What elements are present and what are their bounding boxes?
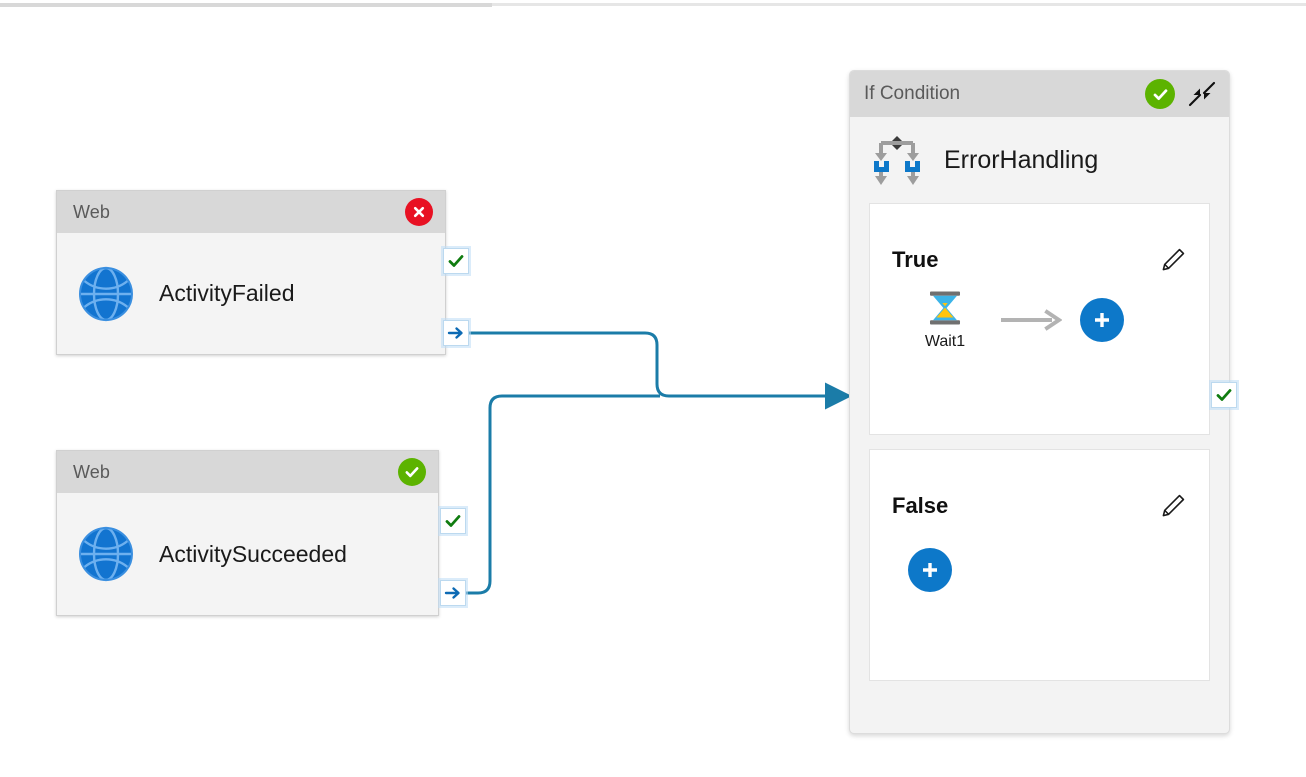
activity-node-activity-succeeded[interactable]: Web ActivityS — [56, 450, 439, 616]
connector-succeeded-to-if — [466, 394, 660, 595]
branch-content: Wait1 — [870, 288, 1209, 351]
if-condition-success-port[interactable] — [1211, 382, 1237, 408]
success-circle-icon — [398, 458, 426, 486]
collapse-diagonal-icon[interactable] — [1187, 79, 1217, 109]
arrow-right-icon — [444, 587, 460, 599]
branch-title-label: False — [892, 493, 949, 518]
flow-arrow-icon — [1000, 308, 1062, 331]
branch-content — [870, 548, 1209, 592]
node-type-label: Web — [73, 461, 110, 482]
hourglass-icon — [925, 288, 965, 328]
node-header: Web — [57, 451, 438, 493]
branch-title-label: True — [892, 247, 939, 272]
add-activity-button-false[interactable] — [908, 548, 952, 592]
check-icon — [1216, 389, 1232, 401]
branch-header: True — [870, 204, 1209, 274]
globe-icon — [77, 525, 135, 583]
activity-wait1[interactable]: Wait1 — [908, 288, 982, 351]
activity-succeeded-next-port[interactable] — [440, 580, 466, 606]
success-circle-icon — [1145, 79, 1175, 109]
activity-node-activity-failed[interactable]: Web ActivityF — [56, 190, 446, 355]
node-body: ActivitySucceeded — [57, 493, 438, 615]
error-circle-icon — [405, 198, 433, 226]
activity-failed-success-port[interactable] — [443, 248, 469, 274]
globe-icon — [77, 265, 135, 323]
branch-header: False — [870, 450, 1209, 520]
toolbar-divider-left — [0, 3, 492, 7]
activity-name-label: Wait1 — [924, 333, 966, 350]
check-icon — [448, 255, 464, 267]
activity-name-label: ActivityFailed — [159, 280, 295, 306]
if-condition-container[interactable]: If Condition — [849, 70, 1230, 734]
if-condition-activity-name: ErrorHandling — [944, 145, 1099, 174]
if-condition-title-row: ErrorHandling — [850, 117, 1229, 203]
connector-failed-to-if — [468, 331, 852, 410]
node-type-label: Web — [73, 201, 110, 222]
activity-failed-next-port[interactable] — [443, 320, 469, 346]
arrow-right-icon — [447, 327, 463, 339]
false-branch[interactable]: False — [869, 449, 1210, 681]
activity-succeeded-success-port[interactable] — [440, 508, 466, 534]
pencil-icon[interactable] — [1159, 492, 1187, 520]
if-condition-type-label: If Condition — [864, 83, 961, 104]
activity-name-label: ActivitySucceeded — [159, 540, 347, 567]
branch-condition-icon — [868, 131, 926, 189]
toolbar-divider-right — [492, 3, 1306, 6]
if-condition-header: If Condition — [850, 71, 1229, 117]
check-icon — [445, 515, 461, 527]
node-body: ActivityFailed — [57, 233, 445, 354]
add-activity-button-true[interactable] — [1080, 297, 1124, 342]
pencil-icon[interactable] — [1159, 246, 1187, 274]
node-header: Web — [57, 191, 445, 233]
true-branch[interactable]: True — [869, 203, 1210, 435]
